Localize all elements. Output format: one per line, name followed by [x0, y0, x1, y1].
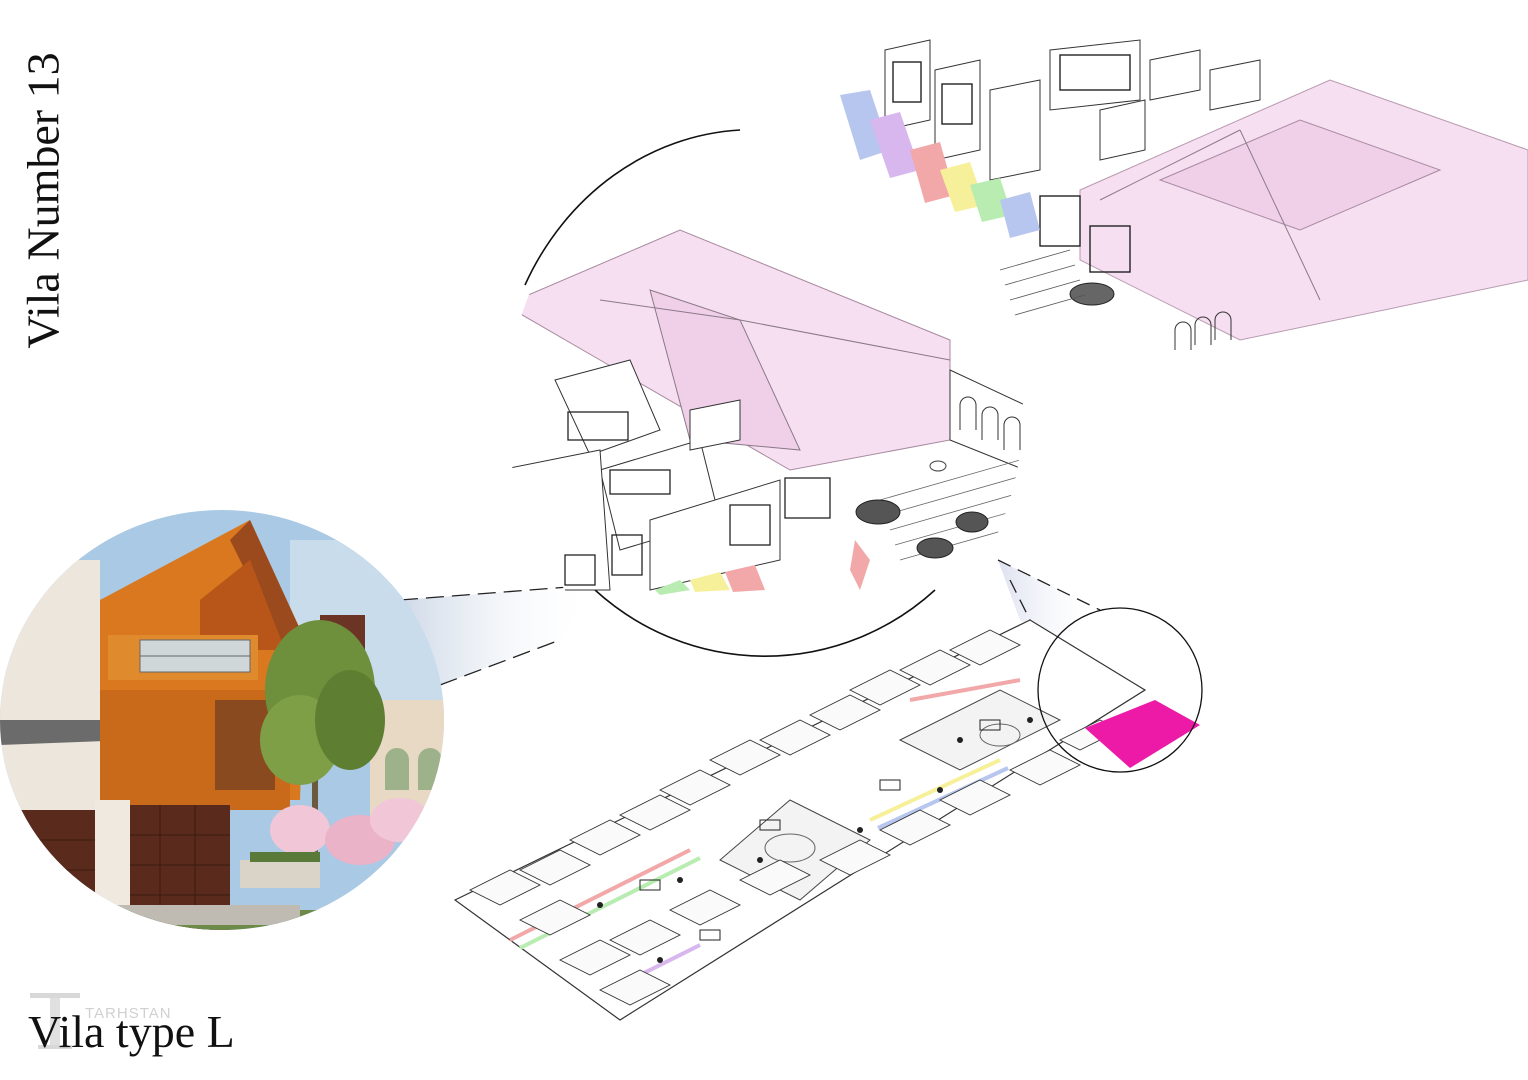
site-plan — [453, 607, 1203, 1021]
render-image — [0, 510, 444, 930]
highlighted-villa — [1085, 700, 1200, 768]
zoom-circle — [507, 129, 1023, 657]
logo-text: TARHSTAN — [85, 1005, 172, 1022]
logo-mark: TARHSTAN — [30, 985, 220, 1055]
subtitle: Vila type L — [28, 1006, 235, 1057]
logo-icon — [30, 993, 80, 1049]
top-detail-view — [838, 36, 1528, 354]
site-zoom-marker — [1037, 607, 1203, 773]
